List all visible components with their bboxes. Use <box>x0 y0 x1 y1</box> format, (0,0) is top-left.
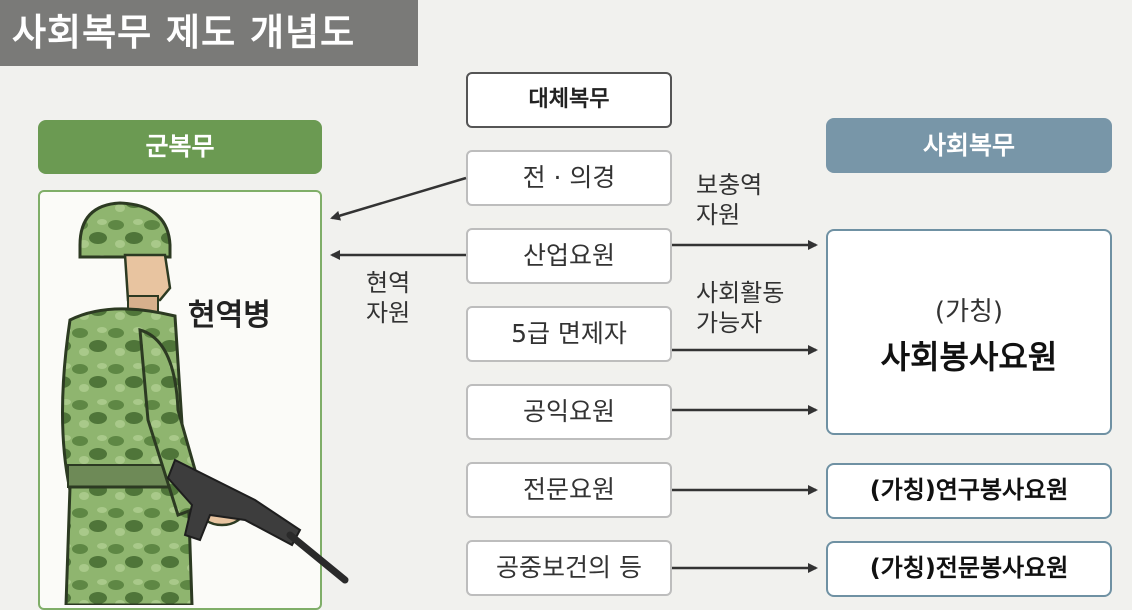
active-duty-resource-label: 현역 자원 <box>366 269 411 327</box>
alt-item-public-service: 공익요원 <box>466 384 672 440</box>
military-service-header: 군복무 <box>38 120 322 174</box>
alt-item-public-health: 공중보건의 등 <box>466 540 672 596</box>
social-capable-label: 사회활동 가능자 <box>696 279 785 337</box>
alt-item-industrial: 산업요원 <box>466 228 672 284</box>
social-volunteer-sub: (가칭) <box>934 297 1004 327</box>
social-volunteer-box: (가칭) 사회봉사요원 <box>826 229 1112 435</box>
alt-item-police: 전 · 의경 <box>466 150 672 206</box>
reserve-resource-label: 보충역 자원 <box>696 171 763 229</box>
arrow-police-to-army <box>330 176 467 221</box>
alt-item-specialist: 전문요원 <box>466 462 672 518</box>
page-title: 사회복무 제도 개념도 <box>0 0 418 66</box>
active-soldier-label: 현역병 <box>188 298 271 333</box>
specialist-volunteer-box: (가칭)전문봉사요원 <box>826 541 1112 597</box>
alternative-service-header: 대체복무 <box>466 72 672 128</box>
alt-item-grade5-exempt: 5급 면제자 <box>466 306 672 362</box>
social-volunteer-title: 사회봉사요원 <box>880 338 1058 376</box>
social-service-header: 사회복무 <box>826 118 1112 173</box>
research-volunteer-box: (가칭)연구봉사요원 <box>826 463 1112 519</box>
